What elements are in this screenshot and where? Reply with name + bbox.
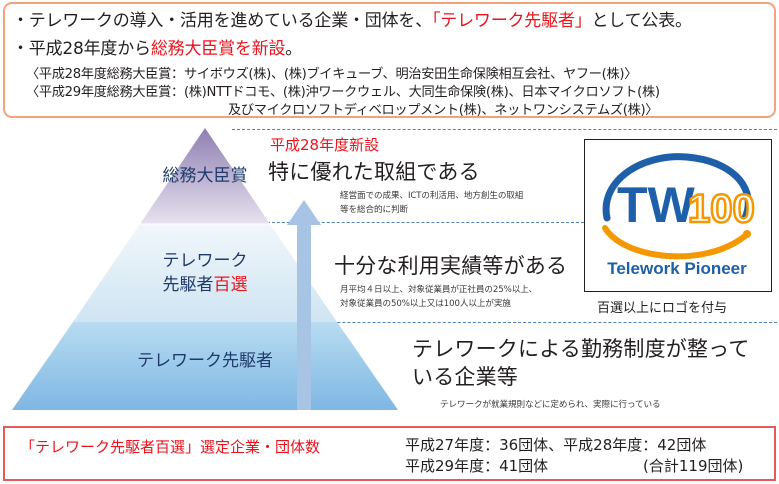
overview-line-1-end: として公表。 xyxy=(591,11,692,31)
overview-line-2-end: 。 xyxy=(285,39,303,59)
criteria-mid-detail-2: 対象従業員の50%以上又は100人以上が実施 xyxy=(340,299,511,309)
summary-total: (合計119団体) xyxy=(643,457,744,475)
overview-line-1-text: ・テレワークの導入・活用を進めている企業・団体を、 xyxy=(12,11,432,31)
tier-divider-top xyxy=(232,129,777,130)
criteria-top-title: 特に優れた取組である xyxy=(268,160,480,184)
criteria-top-detail-2: 等を総合的に判断 xyxy=(340,205,408,215)
overview-line-2: ・平成28年度から総務大臣賞を新設。 xyxy=(12,34,302,59)
minister-award-highlight: 総務大臣賞を新設 xyxy=(150,39,286,59)
criteria-mid-title: 十分な利用実績等がある xyxy=(334,254,568,278)
telework-pioneer-logo: TW 100 Telework Pioneer xyxy=(584,139,772,292)
tier-divider-lower xyxy=(232,322,777,323)
criteria-bottom-title-2: いる企業等 xyxy=(412,365,518,389)
tw100-logo-icon: TW 100 Telework Pioneer xyxy=(602,153,756,278)
logo-wordmark: Telework Pioneer xyxy=(607,259,747,278)
tier-label-pioneer: テレワーク先駆者 xyxy=(137,351,273,371)
criteria-bottom-title-1: テレワークによる勤務制度が整って xyxy=(412,337,750,361)
criteria-bottom-detail: テレワークが就業規則などに定められ、実際に行っている xyxy=(440,400,661,410)
pyramid-tier-top xyxy=(140,128,270,224)
tier-label-minister-award: 総務大臣賞 xyxy=(162,166,248,186)
summary-box xyxy=(3,426,776,481)
telework-pioneer-highlight: 「テレワーク先駆者」 xyxy=(432,11,592,31)
criteria-mid-detail-1: 月平均４日以上、対象従業員が正社員の25%以上、 xyxy=(340,285,538,295)
logo-mark-tw: TW xyxy=(617,177,696,233)
new-award-label: 平成28年度新設 xyxy=(270,136,380,154)
logo-mark-100: 100 xyxy=(688,187,755,231)
pyramid-tier-middle xyxy=(73,224,337,322)
award-winners-h29-cont: 及びマイクロソフトディベロップメント(株)、ネットワンシステムズ(株)〉 xyxy=(228,103,659,118)
tier-label-hundred-2: 先駆者百選 xyxy=(130,270,280,295)
upward-arrow-icon xyxy=(287,200,321,410)
award-winners-h28: 〈平成28年度総務大臣賞：サイボウズ(株)、(株)ブイキューブ、明治安田生命保険… xyxy=(26,67,638,82)
overview-line-2-text: ・平成28年度から xyxy=(12,39,151,59)
overview-line-1: ・テレワークの導入・活用を進めている企業・団体を、「テレワーク先駆者」として公表… xyxy=(12,6,692,31)
tier-label-hundred-2b: 百選 xyxy=(213,275,248,295)
summary-counts-line-1: 平成27年度：36団体、平成28年度：42団体 xyxy=(405,436,707,454)
summary-counts-line-2: 平成29年度：41団体 xyxy=(405,457,549,475)
criteria-top-detail-1: 経営面での成果、ICTの利活用、地方創生の取組 xyxy=(340,191,524,201)
overview-box xyxy=(3,2,776,118)
logo-caption: 百選以上にロゴを付与 xyxy=(597,301,728,316)
tier-label-hundred-2a: 先駆者 xyxy=(162,275,214,295)
tier-label-hundred-1: テレワーク xyxy=(162,251,248,271)
tier-divider-upper xyxy=(232,222,584,223)
pyramid-diagram xyxy=(12,128,398,410)
award-winners-h29: 〈平成29年度総務大臣賞：(株)NTTドコモ、(株)沖ワークウェル、大同生命保険… xyxy=(26,85,660,100)
summary-label: 「テレワーク先駆者百選」選定企業・団体数 xyxy=(20,438,321,456)
